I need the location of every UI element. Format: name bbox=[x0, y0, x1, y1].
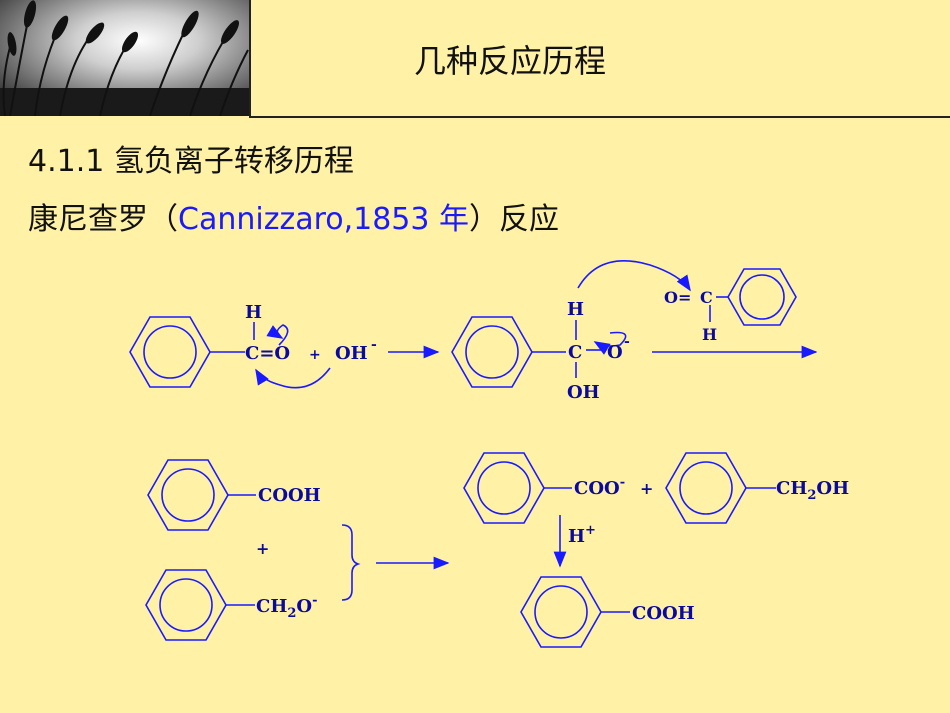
header-band bbox=[250, 0, 950, 116]
brace bbox=[341, 524, 361, 601]
curly-arrow-4 bbox=[577, 259, 691, 292]
header-divider bbox=[250, 116, 950, 118]
benzene-ring-6 bbox=[463, 452, 545, 524]
label-ch2oh: CH2OH bbox=[776, 478, 849, 503]
reaction-suffix: ）反应 bbox=[469, 202, 560, 237]
benzene-ring-3 bbox=[727, 268, 797, 326]
label-h-top: H bbox=[245, 302, 262, 323]
label-int-o: O bbox=[607, 342, 623, 363]
section-heading: 4.1.1 氢负离子转移历程 bbox=[28, 144, 354, 179]
label-int-h: H bbox=[567, 299, 584, 320]
benzene-ring-2 bbox=[451, 316, 533, 388]
header-divider-vertical bbox=[249, 0, 251, 118]
label-carbonyl: C=O bbox=[245, 343, 290, 364]
benzene-ring-7 bbox=[665, 452, 747, 524]
label-ch2o: CH2O- bbox=[256, 593, 317, 621]
benzene-ring-1 bbox=[129, 316, 211, 388]
label-hydroxide-charge: - bbox=[371, 337, 377, 353]
label-int-c: C bbox=[568, 342, 582, 363]
label-ald-c: C bbox=[700, 288, 713, 307]
label-cooh-2: COOH bbox=[632, 603, 695, 624]
label-ald-o: O= bbox=[664, 288, 691, 307]
label-coo: COO- bbox=[574, 475, 625, 499]
benzene-ring-8 bbox=[520, 576, 602, 648]
reaction-name: Cannizzaro,1853 年 bbox=[178, 202, 470, 237]
reaction-title: 康尼查罗（Cannizzaro,1853 年）反应 bbox=[28, 194, 559, 238]
reaction-prefix: 康尼查罗（ bbox=[28, 202, 178, 237]
curly-arrow-3 bbox=[593, 331, 627, 355]
label-hydroxide: OH bbox=[335, 343, 368, 364]
label-plus-2: + bbox=[256, 539, 269, 558]
label-ald-h: H bbox=[702, 325, 717, 344]
label-plus-1: + bbox=[309, 347, 321, 363]
benzene-ring-4 bbox=[147, 459, 229, 531]
label-int-oh: OH bbox=[567, 382, 600, 403]
label-plus-3: + bbox=[640, 479, 653, 498]
header-wheat-image bbox=[0, 0, 250, 116]
label-int-o-charge: - bbox=[624, 334, 630, 350]
label-acid: H+ bbox=[568, 523, 596, 547]
benzene-ring-5 bbox=[145, 569, 227, 641]
curly-arrow-1 bbox=[266, 324, 289, 346]
label-cooh-1: COOH bbox=[258, 485, 321, 506]
curly-arrow-2 bbox=[255, 367, 331, 389]
page-title: 几种反应历程 bbox=[413, 42, 606, 80]
